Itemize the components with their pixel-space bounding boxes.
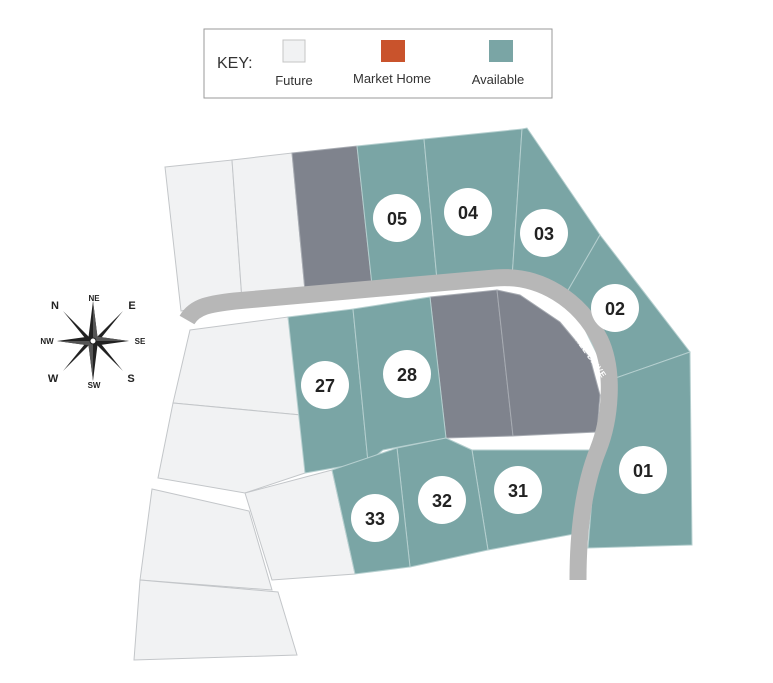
compass-se: SE <box>135 337 146 346</box>
lot-badge-04[interactable]: 04 <box>444 188 492 236</box>
key-label-future: Future <box>275 73 313 88</box>
lot-badge-31[interactable]: 31 <box>494 466 542 514</box>
sold-lot[interactable] <box>496 289 601 437</box>
compass-sw: SW <box>88 381 101 390</box>
map-key: KEY: Future Market Home Available <box>203 28 553 99</box>
lot-badge-01[interactable]: 01 <box>619 446 667 494</box>
lot-badge-05[interactable]: 05 <box>373 194 421 242</box>
svg-text:32: 32 <box>432 491 452 511</box>
compass-s: S <box>127 373 134 385</box>
compass-rose-icon: N NE E SE S SW W NW <box>40 294 146 390</box>
svg-text:01: 01 <box>633 461 653 481</box>
compass-e: E <box>128 300 135 312</box>
sold-lots <box>291 145 601 439</box>
lot-badge-32[interactable]: 32 <box>418 476 466 524</box>
key-title: KEY: <box>217 55 253 72</box>
lot-badge-33[interactable]: 33 <box>351 494 399 542</box>
svg-text:05: 05 <box>387 209 407 229</box>
svg-text:31: 31 <box>508 481 528 501</box>
future-lot[interactable] <box>164 159 243 312</box>
compass-ne: NE <box>88 294 100 303</box>
lot-badge-03[interactable]: 03 <box>520 209 568 257</box>
future-lots <box>133 152 356 661</box>
lot-badge-27[interactable]: 27 <box>301 361 349 409</box>
key-label-available: Available <box>472 72 525 87</box>
lot-badge-28[interactable]: 28 <box>383 350 431 398</box>
svg-text:28: 28 <box>397 365 417 385</box>
key-swatch-market-home <box>381 40 405 62</box>
pinetree-drive-road <box>179 269 618 581</box>
svg-text:33: 33 <box>365 509 385 529</box>
future-lot[interactable] <box>157 402 306 494</box>
future-lot[interactable] <box>133 579 298 661</box>
svg-text:03: 03 <box>534 224 554 244</box>
key-swatch-future <box>282 39 306 63</box>
svg-text:27: 27 <box>315 376 335 396</box>
compass-nw: NW <box>40 337 54 346</box>
lot-badges: 05 04 03 02 01 27 28 31 <box>301 188 667 542</box>
compass-w: W <box>48 373 59 385</box>
svg-text:02: 02 <box>605 299 625 319</box>
future-lot[interactable] <box>139 488 273 591</box>
lot-badge-02[interactable]: 02 <box>591 284 639 332</box>
key-swatch-available <box>489 40 513 62</box>
key-label-market-home: Market Home <box>353 71 431 86</box>
compass-n: N <box>51 300 59 312</box>
future-lot[interactable] <box>172 316 302 416</box>
svg-text:04: 04 <box>458 203 478 223</box>
